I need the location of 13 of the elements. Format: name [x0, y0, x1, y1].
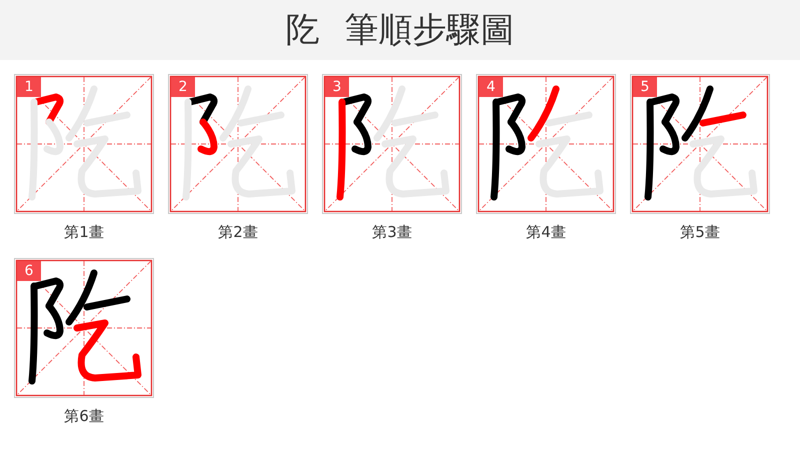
page-title: 阣 筆順步驟圖	[284, 10, 516, 50]
step-number: 6	[17, 261, 41, 281]
step-number: 3	[325, 77, 349, 97]
step-number: 2	[171, 77, 195, 97]
step-caption: 第1畫	[63, 222, 105, 242]
step-caption: 第6畫	[63, 406, 105, 426]
step-caption: 第4畫	[525, 222, 567, 242]
step-caption: 第5畫	[679, 222, 721, 242]
step-number: 4	[479, 77, 503, 97]
step-number: 1	[17, 77, 41, 97]
step-caption: 第3畫	[371, 222, 413, 242]
step-caption: 第2畫	[217, 222, 259, 242]
step-number: 5	[633, 77, 657, 97]
